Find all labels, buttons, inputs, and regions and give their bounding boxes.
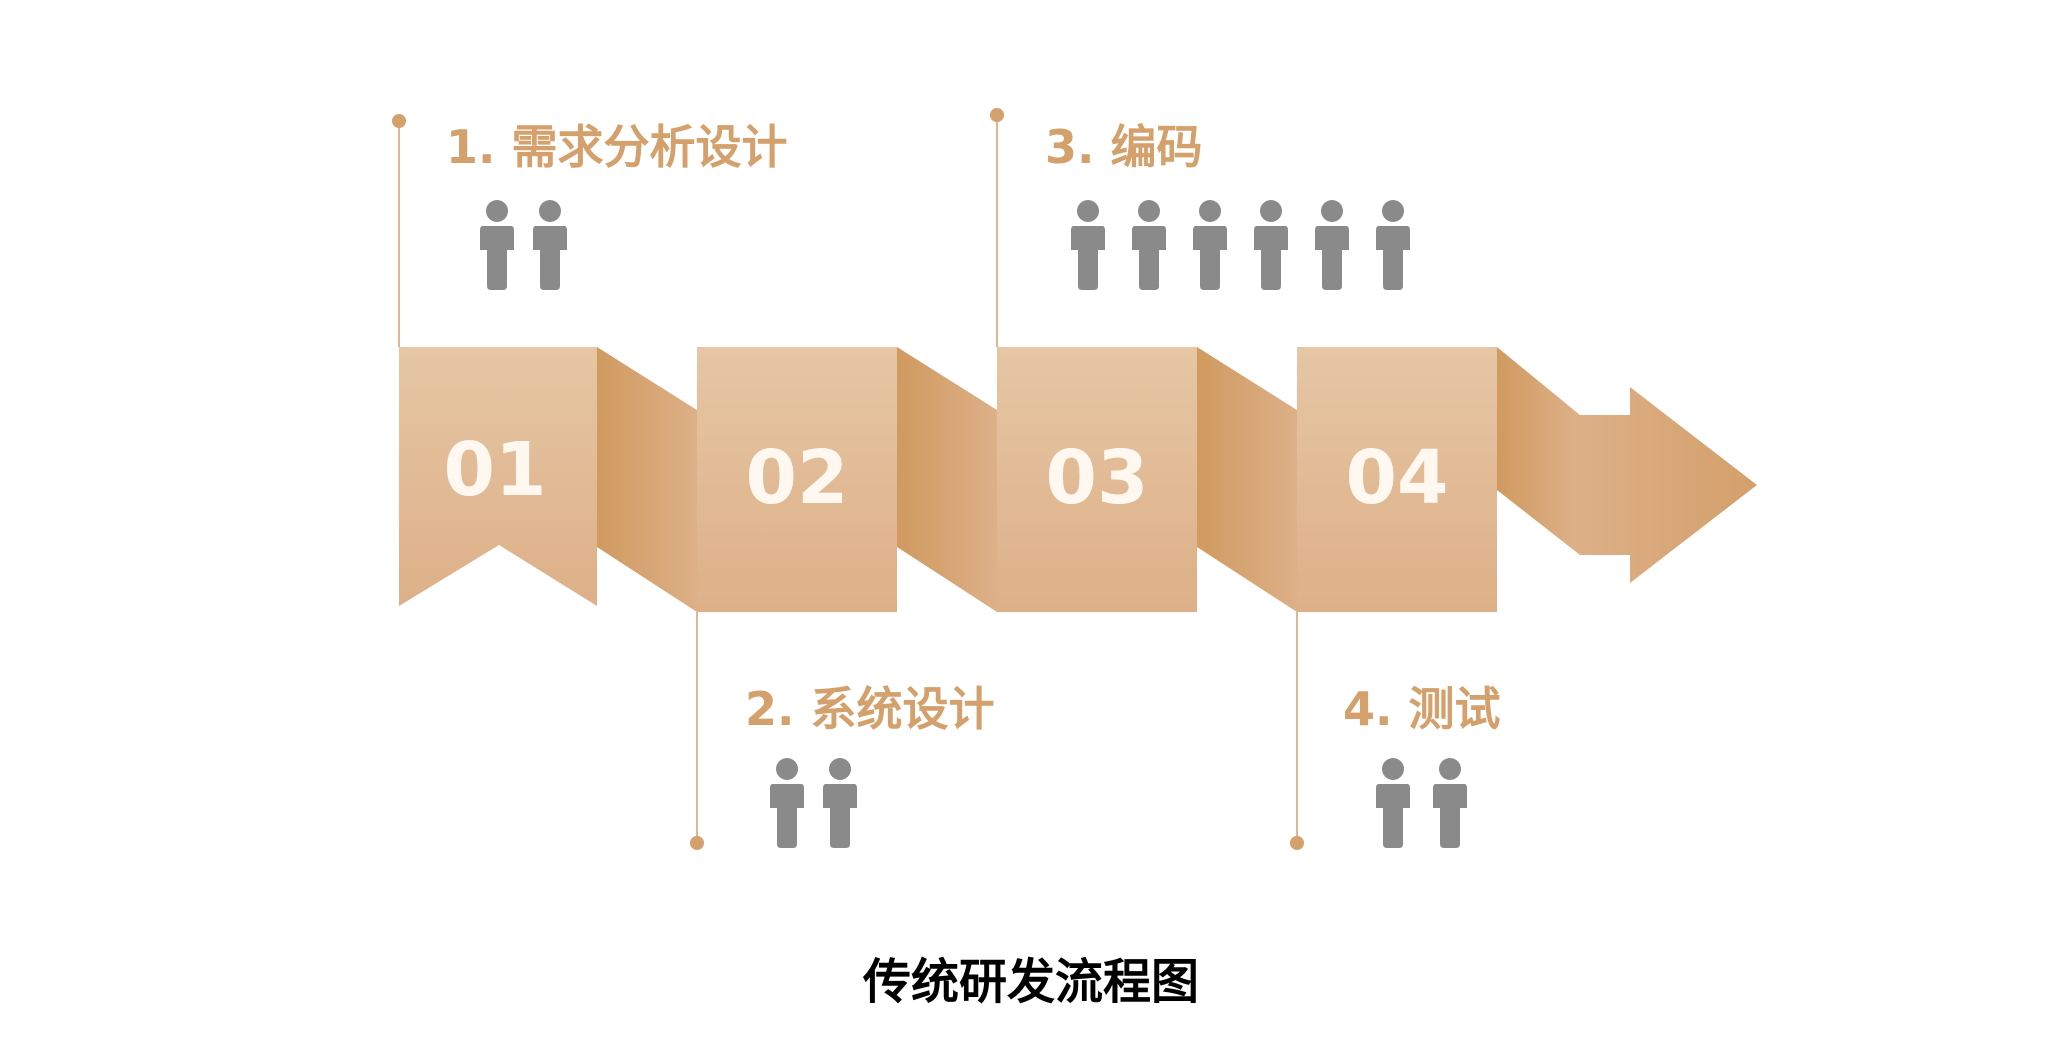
step-label: 2. 系统设计 bbox=[745, 682, 995, 736]
person-icon bbox=[1433, 758, 1467, 848]
step-number: 02 bbox=[746, 435, 849, 521]
leader-dot bbox=[392, 114, 406, 128]
step-label: 1. 需求分析设计 bbox=[446, 120, 788, 174]
step-number: 01 bbox=[444, 427, 547, 513]
person-icon bbox=[1376, 200, 1410, 290]
person-icon bbox=[533, 200, 567, 290]
person-icon bbox=[1071, 200, 1105, 290]
leader-dot bbox=[690, 836, 704, 850]
people-group-3 bbox=[1071, 200, 1410, 290]
step-label: 3. 编码 bbox=[1045, 120, 1203, 174]
person-icon bbox=[480, 200, 514, 290]
person-icon bbox=[770, 758, 804, 848]
step-numbers: 01 02 03 04 bbox=[444, 427, 1449, 521]
leader-dot bbox=[990, 108, 1004, 122]
step-block-2 bbox=[697, 347, 897, 612]
arrow-head bbox=[1497, 347, 1757, 583]
person-icon bbox=[1132, 200, 1166, 290]
step-block-4 bbox=[1297, 347, 1497, 612]
person-icon bbox=[823, 758, 857, 848]
step-block-1 bbox=[399, 347, 597, 606]
person-icon bbox=[1376, 758, 1410, 848]
leader-dots bbox=[392, 108, 1304, 850]
people-group-2 bbox=[770, 758, 857, 848]
step-blocks bbox=[399, 347, 1497, 612]
person-icon bbox=[1254, 200, 1288, 290]
fold-1 bbox=[597, 347, 697, 612]
person-icon bbox=[1315, 200, 1349, 290]
fold-3 bbox=[1197, 347, 1297, 612]
leader-lines bbox=[398, 115, 1298, 843]
step-label: 4. 测试 bbox=[1343, 682, 1501, 736]
fold-2 bbox=[897, 347, 997, 612]
people-group-4 bbox=[1376, 758, 1467, 848]
step-number: 03 bbox=[1046, 435, 1149, 521]
step-block-3 bbox=[997, 347, 1197, 612]
step-number: 04 bbox=[1346, 435, 1449, 521]
leader-dot bbox=[1290, 836, 1304, 850]
diagram-caption: 传统研发流程图 bbox=[862, 954, 1199, 1010]
people-group-1 bbox=[480, 200, 567, 290]
step-labels: 1. 需求分析设计 2. 系统设计 3. 编码 4. 测试 bbox=[446, 120, 1501, 736]
person-icon bbox=[1193, 200, 1227, 290]
folds bbox=[597, 347, 1297, 612]
